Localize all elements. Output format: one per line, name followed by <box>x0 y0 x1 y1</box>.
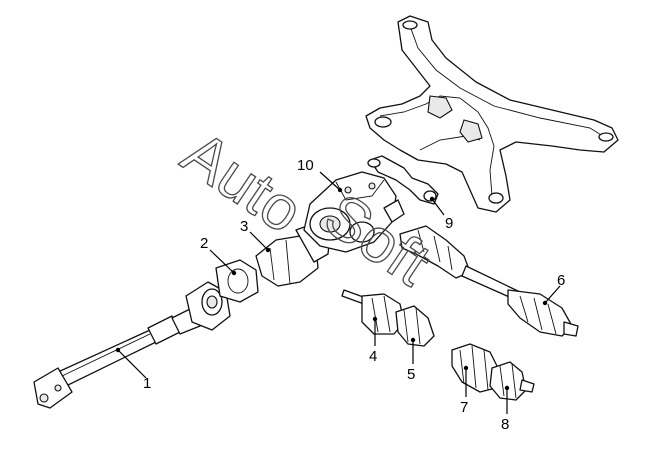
callout-labels: 1 2 3 4 5 6 7 8 9 10 <box>143 157 565 433</box>
callout-7: 7 <box>460 399 468 416</box>
center-bearing <box>255 221 331 287</box>
outer-cv-joint <box>489 361 535 401</box>
differential <box>303 171 405 253</box>
propeller-shaft <box>33 307 201 409</box>
leader-6 <box>544 285 561 304</box>
right-drive-shaft <box>399 225 579 337</box>
callout-8: 8 <box>501 416 509 433</box>
leader-9 <box>431 198 445 216</box>
callout-6: 6 <box>557 272 565 289</box>
callout-1: 1 <box>143 375 151 392</box>
cv-boot-inner <box>395 305 435 347</box>
callout-10: 10 <box>297 157 314 174</box>
inner-cv-joint <box>341 289 405 335</box>
leader-2 <box>209 249 235 274</box>
callout-9: 9 <box>445 215 453 232</box>
callout-5: 5 <box>407 366 415 383</box>
flex-joint <box>185 259 259 331</box>
leader-lines <box>115 171 561 414</box>
callout-3: 3 <box>240 218 248 235</box>
rear-subframe <box>365 15 619 213</box>
leader-3 <box>249 231 269 251</box>
leader-10 <box>319 171 341 191</box>
callout-4: 4 <box>369 348 377 365</box>
callout-2: 2 <box>200 235 208 252</box>
leader-1 <box>117 349 147 379</box>
